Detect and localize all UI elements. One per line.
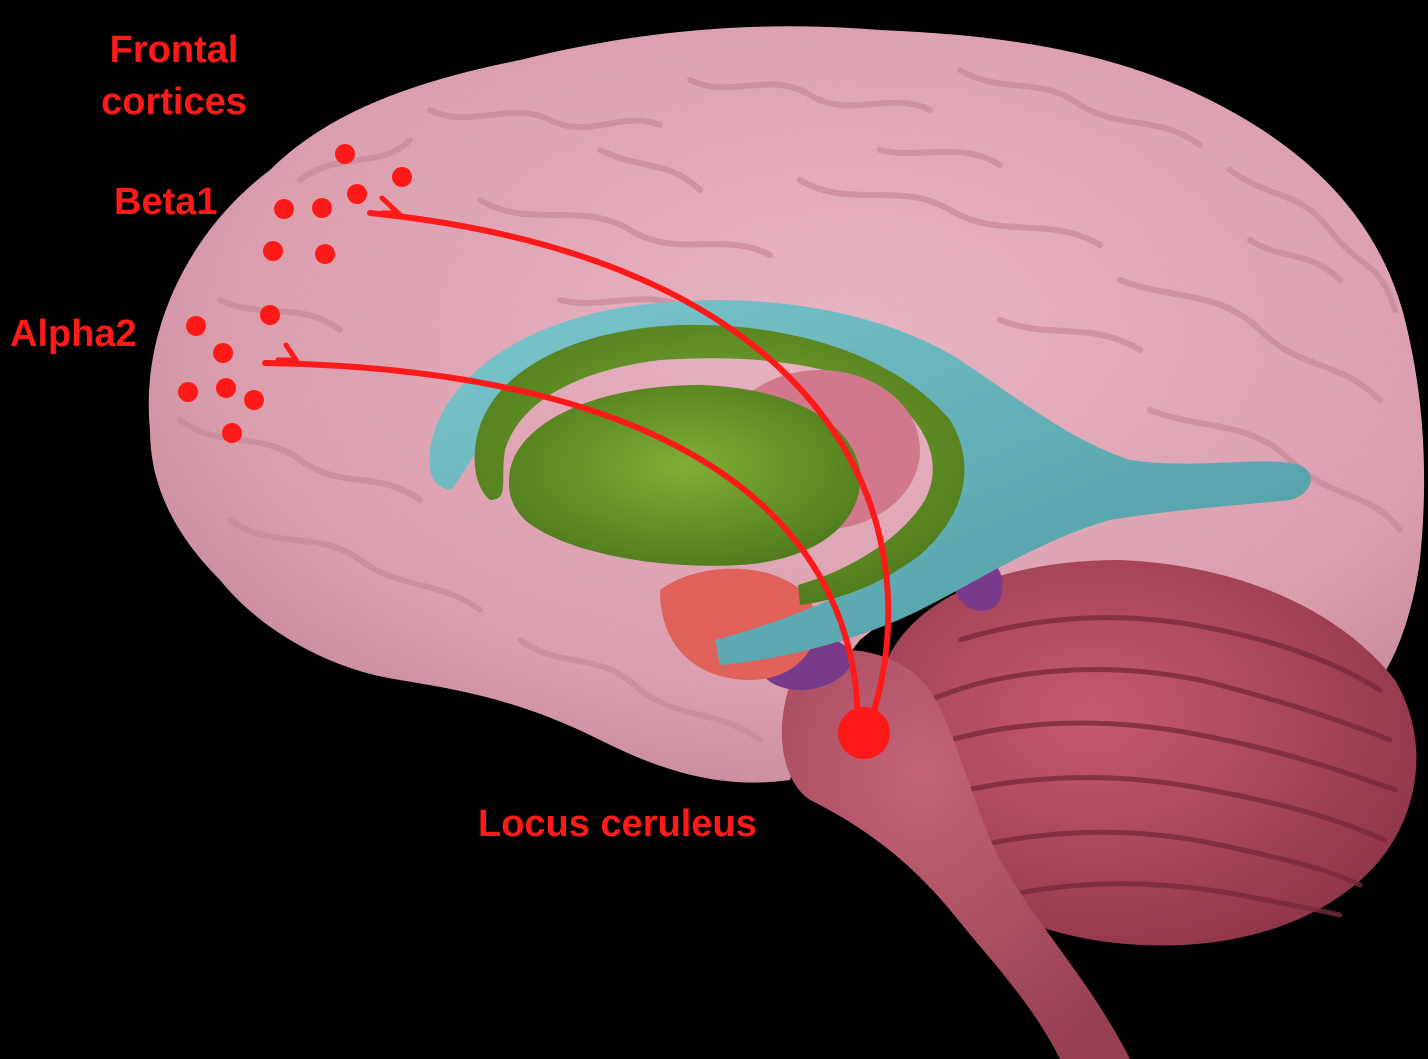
locus-ceruleus-label: Locus ceruleus (478, 798, 757, 850)
receptor-dot (347, 184, 367, 204)
frontal-cortices-label: Frontal cortices (88, 24, 260, 128)
beta1-label: Beta1 (114, 176, 218, 228)
receptor-dot (222, 423, 242, 443)
receptor-dot (315, 244, 335, 264)
receptor-dot (392, 167, 412, 187)
receptor-dot (312, 198, 332, 218)
locus-ceruleus-nucleus (838, 707, 890, 759)
receptor-dot (178, 382, 198, 402)
receptor-dot (335, 144, 355, 164)
receptor-dot (263, 241, 283, 261)
receptor-dot (260, 305, 280, 325)
receptor-dot (274, 199, 294, 219)
frontal-label-line1: Frontal (88, 24, 260, 76)
alpha2-label: Alpha2 (10, 308, 137, 360)
receptor-dot (216, 378, 236, 398)
receptor-dot (244, 390, 264, 410)
receptor-dot (213, 343, 233, 363)
frontal-label-line2: cortices (88, 76, 260, 128)
receptor-dot (186, 316, 206, 336)
